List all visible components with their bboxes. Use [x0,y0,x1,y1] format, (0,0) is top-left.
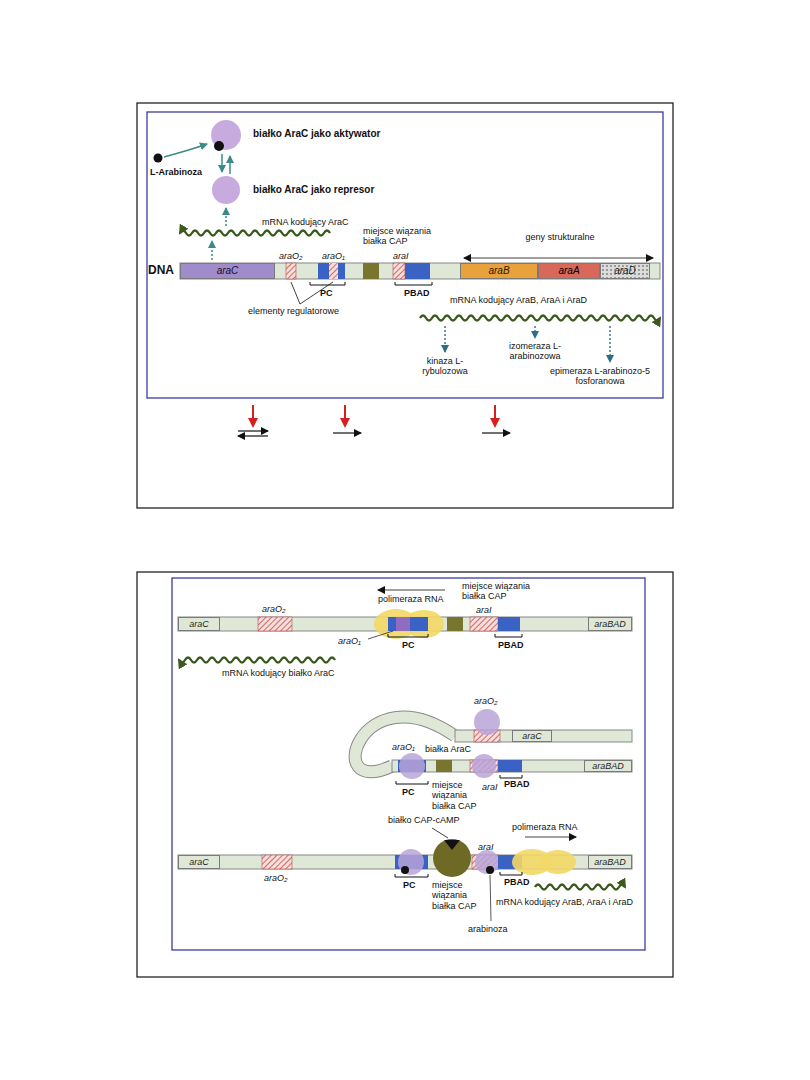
gene-segment: araBAD [588,617,632,631]
gene-name: araB [488,266,509,276]
label: kinaza L-rybulozowa [405,356,485,377]
label: PC [402,640,415,650]
gene-name: araA [558,266,579,276]
gene-segment: araBAD [584,760,632,772]
label: L-Arabinoza [150,167,202,177]
gene-segment: araC [512,730,552,742]
label: miejsce wiązania białka CAP [363,226,448,247]
label: miejsce wiązania białka CAP [462,581,542,602]
label: miejsce wiązania białka CAP [432,780,480,811]
label: białko AraC jako aktywator [253,128,380,140]
label: izomeraza L-arabinozowa [490,341,580,362]
label: PC [402,787,415,797]
mrna-wave [420,316,660,321]
label: mRNA kodujący AraB, AraA i AraD [496,897,633,907]
label: polimeraza RNA [512,822,578,832]
label: araO₂ [279,251,302,261]
label: PBAD [404,288,430,298]
gene-segment: araBAD [588,855,632,869]
label: araO₂ [474,696,497,706]
gene-name: araBAD [594,620,626,629]
label: białko CAP-cAMP [388,815,460,825]
label: mRNA kodujący AraB, AraA i AraD [450,295,587,305]
label: araO₂ [264,873,287,883]
label: araO₂ [262,604,285,614]
gene-segment: araC [178,617,220,631]
mrna-wave [179,658,335,663]
label: araO₁ [392,742,415,752]
label: PBAD [504,877,530,887]
gene-name: araC [522,732,542,741]
label: mRNA kodujący białko AraC [222,668,335,678]
label: białko AraC jako represor [253,184,374,196]
gene-name: araD [614,266,636,276]
label: PC [320,288,333,298]
label: araI [393,251,409,261]
label: araI [476,605,492,615]
gene-segment: araB [460,263,538,279]
gene-name: araC [189,620,209,629]
label: arabinoza [468,924,508,934]
label: araO₁ [338,636,361,646]
label: araI [478,842,494,852]
gene-segment: araD [600,263,650,279]
gene-name: araC [189,858,209,867]
label: PBAD [498,640,524,650]
label: araO₁ [322,251,345,261]
label: PC [403,880,416,890]
label: DNA [148,264,174,278]
gene-name: araC [217,266,239,276]
label: geny strukturalne [525,232,595,242]
mrna-wave [535,885,625,890]
mrna-wave [180,231,330,236]
gene-segment: araA [538,263,600,279]
label: PBAD [504,779,530,789]
gene-name: araBAD [594,858,626,867]
label: epimeraza L-arabinozo-5 fosforanowa [540,366,660,387]
label: elementy regulatorowe [248,306,339,316]
gene-name: araBAD [592,762,624,771]
label: mRNA kodujący AraC [262,217,349,227]
label: miejsce wiązania białka CAP [432,880,480,911]
label: polimeraza RNA [378,594,444,604]
gene-segment: araC [180,263,275,279]
label: araI [482,782,498,792]
label: białka AraC [425,744,471,754]
gene-segment: araC [178,855,220,869]
